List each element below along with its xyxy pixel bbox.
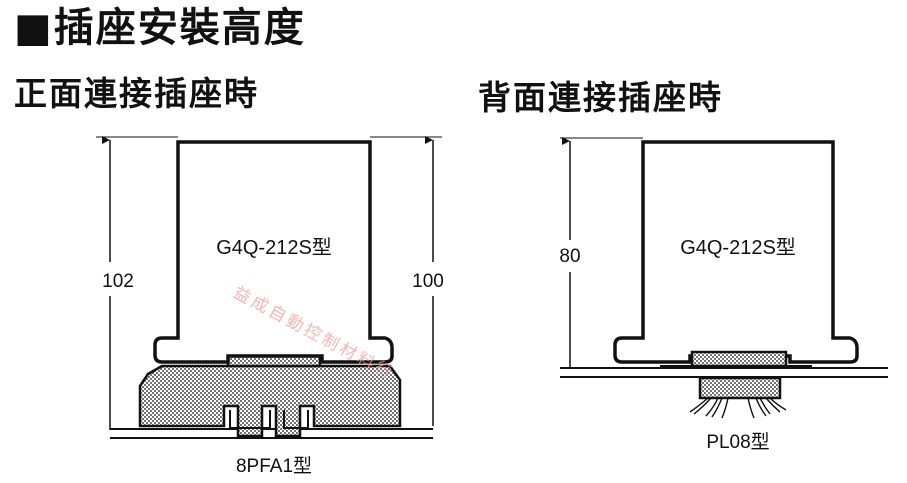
front-relay-label: G4Q-212S型 <box>216 236 332 259</box>
front-socket-label: 8PFA1型 <box>236 455 312 477</box>
page-title: ■插座安裝高度 <box>14 5 306 51</box>
front-dim-right-label: 100 <box>412 271 444 292</box>
back-dimension-80 <box>560 137 643 369</box>
back-panel <box>560 367 888 378</box>
front-dimension-100 <box>370 136 442 426</box>
front-diagram: 102 100 G4Q-212S型 8PFA1型 <box>96 136 444 477</box>
back-socket-pl08-top <box>690 350 788 368</box>
front-socket-8pfa1 <box>138 364 402 438</box>
back-socket-label: PL08型 <box>706 431 769 453</box>
back-socket-wires <box>689 397 787 419</box>
back-relay-label: G4Q-212S型 <box>680 236 796 259</box>
back-connection-heading: 背面連接插座時 <box>478 78 723 117</box>
back-relay-body <box>613 140 859 364</box>
back-diagram: 80 G4Q-212S型 PL08型 <box>559 137 888 453</box>
front-connection-heading: 正面連接插座時 <box>14 74 259 113</box>
front-panel <box>110 428 433 439</box>
back-dim-left-label: 80 <box>559 246 580 267</box>
back-socket-pl08-bottom <box>698 376 782 400</box>
front-dimension-102 <box>96 136 178 430</box>
front-relay-body <box>153 140 394 364</box>
front-dim-left-label: 102 <box>102 271 134 292</box>
